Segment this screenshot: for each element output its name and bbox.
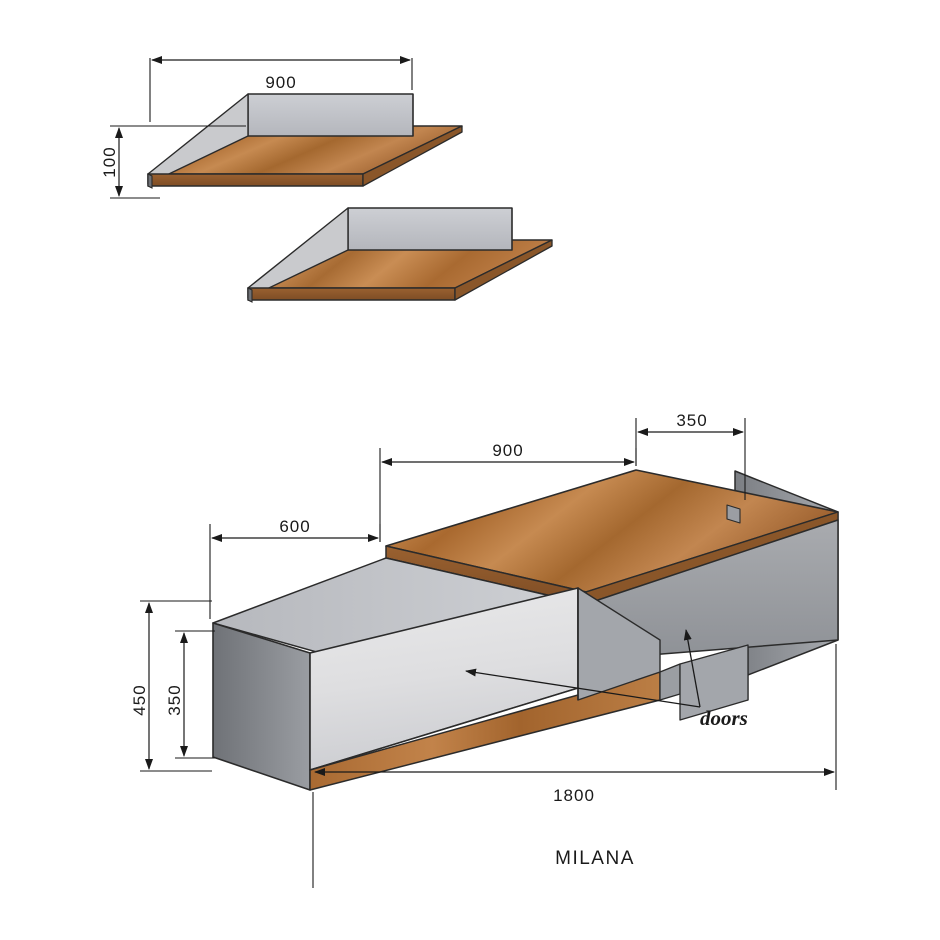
dim-shelf-height-100: 100 bbox=[100, 125, 246, 199]
dim-label-450: 450 bbox=[130, 684, 149, 715]
cabinet-left-door-bottom-edge bbox=[309, 687, 579, 771]
dim-label-shelf-width: 900 bbox=[265, 73, 296, 92]
wall-shelf-bottom bbox=[247, 207, 553, 303]
shelf-right-endcap bbox=[362, 125, 463, 187]
shelf2-back-panel bbox=[347, 207, 513, 251]
shelf2-front-edge bbox=[247, 287, 456, 301]
dim-label-1800: 1800 bbox=[553, 786, 595, 805]
cabinet-bracket-detail bbox=[726, 504, 741, 524]
dim-lower-body-350: 350 bbox=[165, 630, 215, 759]
shelf-back-panel bbox=[247, 93, 414, 137]
shelf2-left-endcap bbox=[247, 287, 253, 303]
dim-total-width-1800: 1800 bbox=[312, 644, 837, 888]
dim-label-350-side: 350 bbox=[165, 684, 184, 715]
dim-label-900-top: 900 bbox=[492, 441, 523, 460]
tv-cabinet-unit bbox=[212, 469, 839, 791]
dim-right-section-350: 350 bbox=[635, 411, 746, 500]
doors-leader-up bbox=[683, 629, 701, 708]
product-title: MILANA bbox=[555, 848, 635, 869]
shelf-left-endcap bbox=[147, 173, 153, 189]
dim-shelf-width-900: 900 bbox=[149, 56, 413, 122]
dim-total-height-450: 450 bbox=[130, 600, 212, 772]
dim-left-section-600: 600 bbox=[209, 517, 381, 619]
dim-label-600: 600 bbox=[279, 517, 310, 536]
annotation-doors: doors bbox=[465, 629, 748, 730]
dim-label-shelf-height: 100 bbox=[100, 146, 119, 177]
shelf-front-edge bbox=[147, 173, 364, 187]
doors-leader-left bbox=[465, 668, 701, 708]
doors-label: doors bbox=[700, 706, 748, 730]
cabinet-bottom-right-fin bbox=[679, 644, 749, 721]
shelf2-right-endcap bbox=[454, 239, 553, 301]
cabinet-base-right-edge bbox=[659, 663, 681, 701]
dim-label-350-top: 350 bbox=[676, 411, 707, 430]
cabinet-left-side-panel bbox=[212, 622, 311, 791]
wall-shelf-top bbox=[147, 93, 463, 189]
